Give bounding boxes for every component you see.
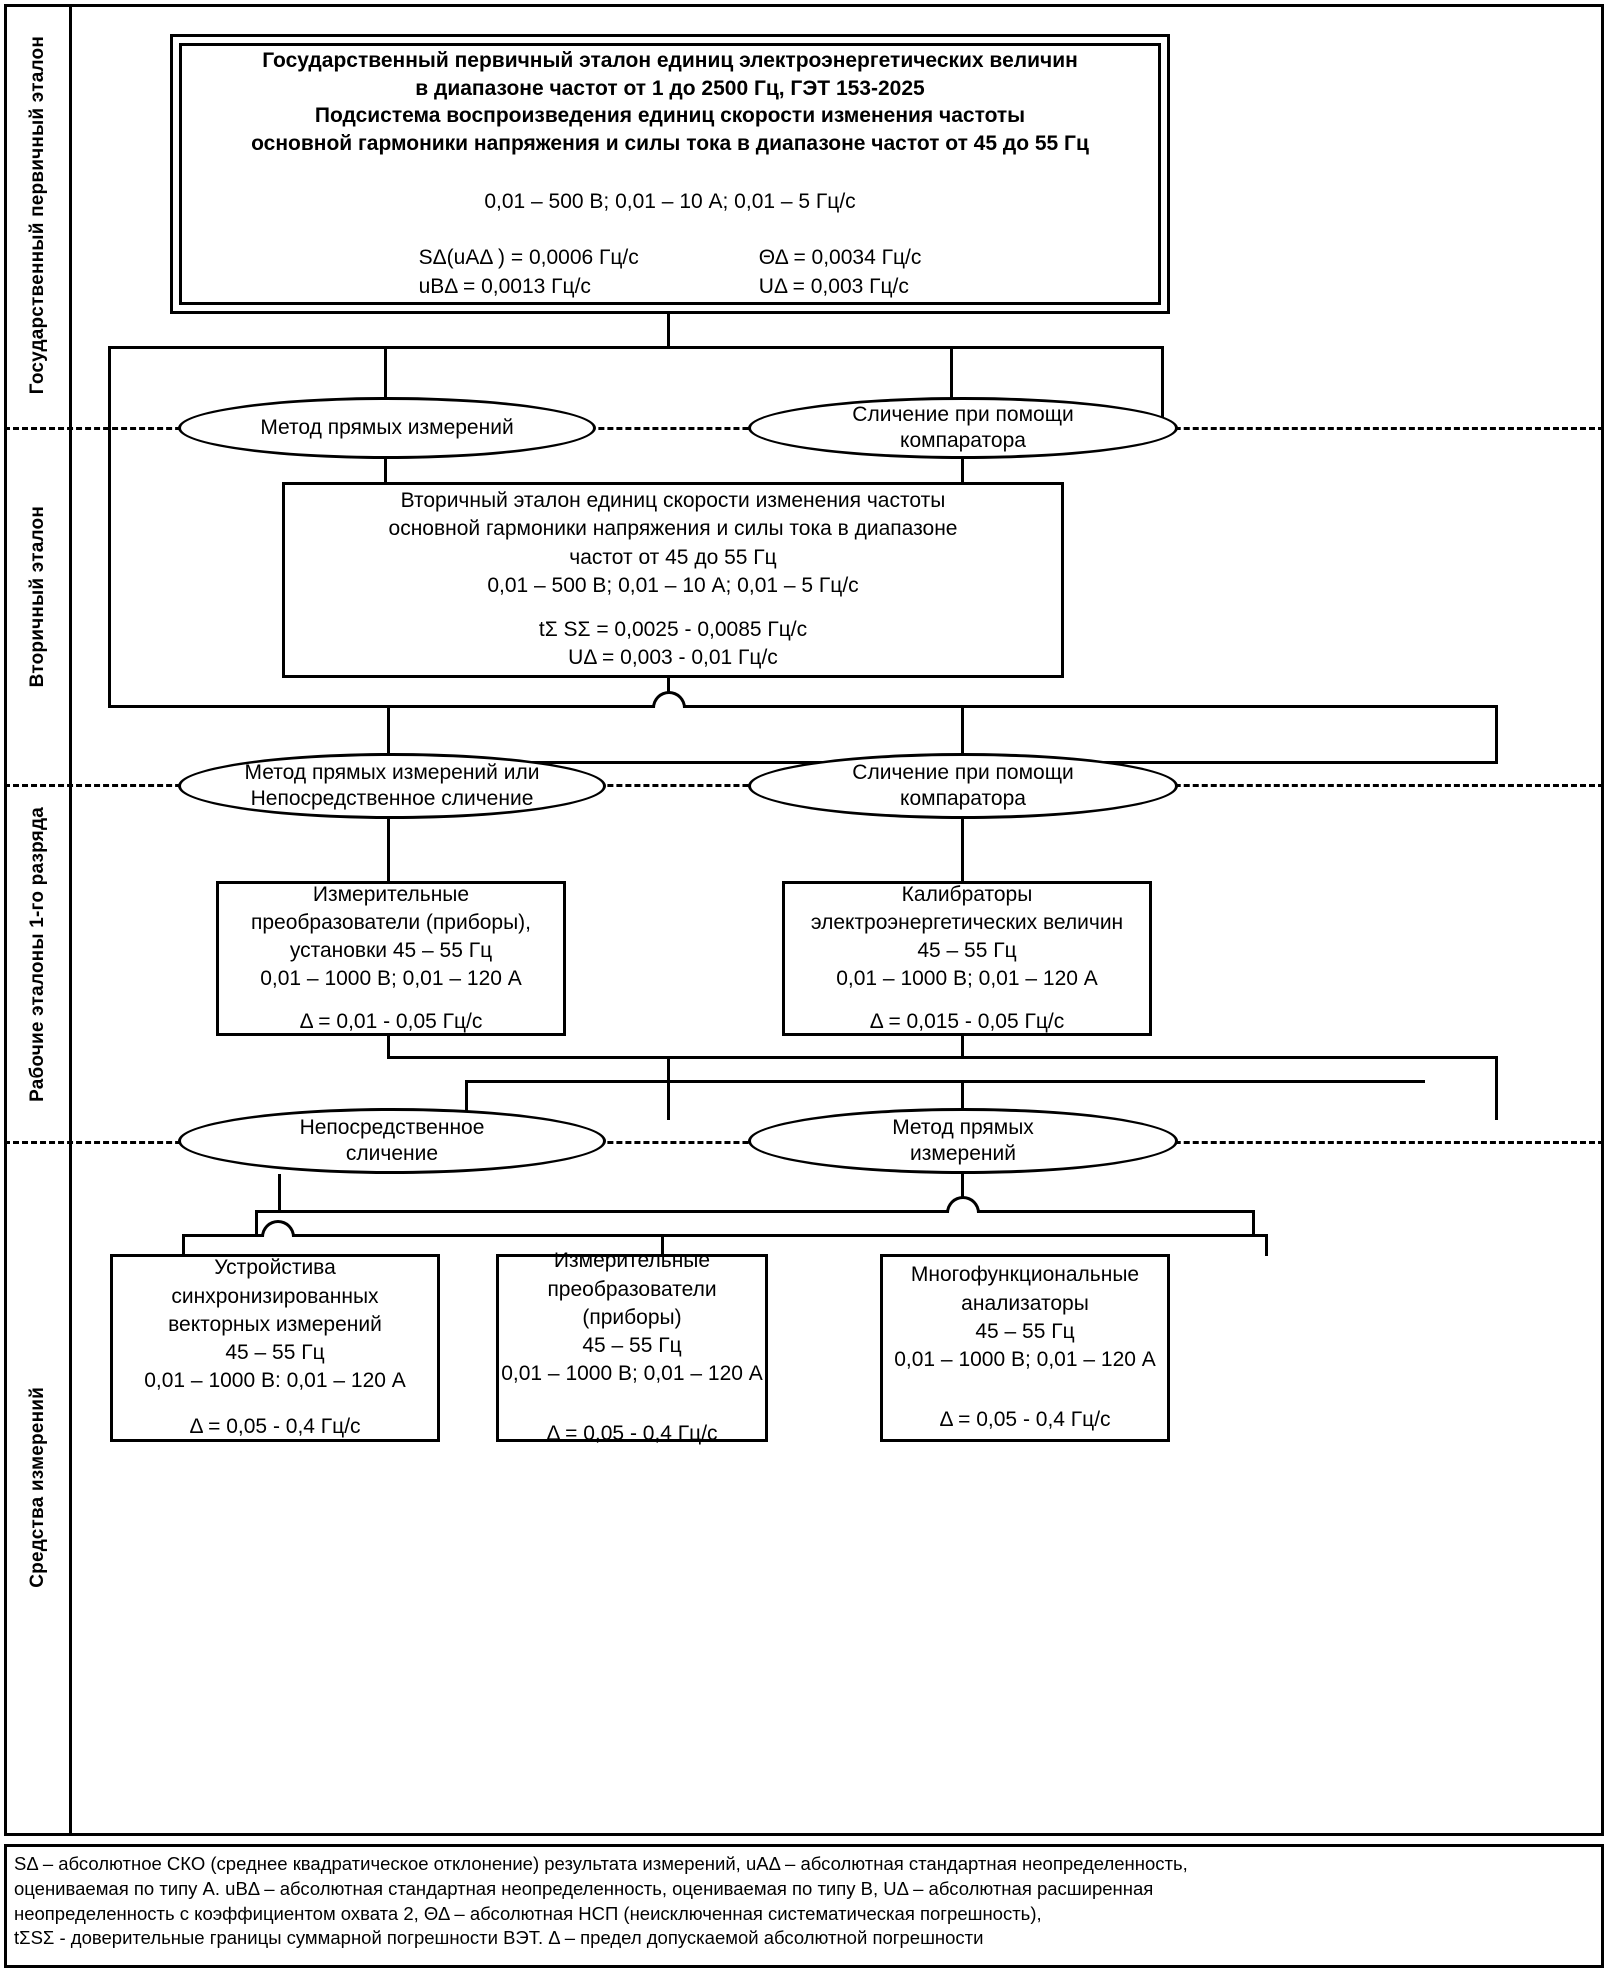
footnote-frame	[4, 1844, 1604, 1968]
instrument-1-title-line-3: 45 – 55 Гц	[582, 1333, 682, 1357]
working-0-range: 0,01 – 1000 В; 0,01 – 120 А	[260, 967, 522, 991]
instrument-2-title-line-2: анализаторы	[961, 1291, 1089, 1315]
connector-to-method-2b	[961, 705, 964, 763]
working-1-delta: Δ = 0,015 - 0,05 Гц/с	[869, 1009, 1065, 1033]
connector-method-1a-down	[384, 459, 387, 483]
tier-label-working-standards: Рабочие эталоны 1-го разряда	[27, 807, 49, 1102]
connector-bus-3a-right	[1495, 1056, 1498, 1120]
footnote-line-1: SΔ – абсолютное СКО (среднее квадратичес…	[14, 1853, 1188, 1874]
connector-bus-2	[108, 705, 1498, 708]
instrument-2-range: 0,01 – 1000 В; 0,01 – 120 А	[894, 1347, 1156, 1371]
secondary-title-line-2: основной гармоники напряжения и силы ток…	[388, 517, 958, 541]
footnote-line-2: оцениваемая по типу А. uВΔ – абсолютная …	[14, 1877, 1154, 1899]
secondary-standard-box: Вторичный эталон единиц скорости изменен…	[282, 482, 1064, 678]
instrument-1-title-line-2: преобразователи (приборы)	[547, 1277, 717, 1329]
connector-bus-4b-left	[182, 1234, 185, 1256]
instrument-0-title-line-1: Устройстива	[214, 1256, 336, 1280]
secondary-title-line-3: частот от 45 до 55 Гц	[569, 545, 777, 569]
method-ellipse-direct-or-immediate: Метод прямых измерений или Непосредствен…	[178, 753, 606, 819]
instrument-1-delta: Δ = 0,05 - 0,4 Гц/с	[546, 1422, 718, 1446]
connector-bus-4b-right	[1265, 1234, 1268, 1256]
connector-bus-4a-left	[255, 1210, 258, 1236]
connector-to-method-3b	[961, 1083, 964, 1120]
secondary-metric-ts: tΣ SΣ = 0,0025 - 0,0085 Гц/с	[538, 618, 808, 642]
connector-bus-1	[108, 346, 1164, 349]
working-0-delta: Δ = 0,01 - 0,05 Гц/с	[299, 1009, 483, 1033]
instrument-box-pmu-devices: Устройстива синхронизированных векторных…	[110, 1254, 440, 1442]
working-0-title-line-1: Измерительные	[312, 882, 470, 906]
connector-bus-3-center	[667, 1058, 670, 1120]
method-ellipse-direct-measurement-1: Метод прямых измерений	[178, 397, 596, 459]
instrument-2-title-line-1: Многофункциональные	[910, 1263, 1140, 1287]
connector-secondary-down	[667, 678, 670, 700]
working-1-range: 0,01 – 1000 В; 0,01 – 120 А	[836, 967, 1098, 991]
connector-working-0-down	[387, 1036, 390, 1058]
connector-bus-3b	[465, 1080, 1425, 1083]
connector-bus-2-right	[1495, 705, 1498, 763]
primary-title-line-2: в диапазоне частот от 1 до 2500 Гц, ГЭТ …	[415, 76, 925, 100]
footnote-line-3: неопределенность с коэффициентом охвата …	[14, 1902, 1042, 1924]
connector-to-method-1a	[384, 346, 387, 406]
connector-method-2b-down	[961, 819, 964, 883]
primary-title-line-1: Государственный первичный эталон единиц …	[262, 49, 1078, 73]
method-ellipse-comparator-1: Сличение при помощи компаратора	[748, 397, 1178, 459]
method-ellipse-direct-measurement-3: Метод прямых измерений	[748, 1108, 1178, 1174]
connector-method-3b-down	[961, 1174, 964, 1212]
instrument-2-title-line-3: 45 – 55 Гц	[975, 1319, 1075, 1343]
connector-to-method-2a	[387, 705, 390, 763]
instrument-box-measuring-transducers: Измерительные преобразователи (приборы) …	[496, 1249, 768, 1445]
connector-bus-3b-left	[465, 1080, 468, 1120]
primary-metric-sd: SΔ(uАΔ ) = 0,0006 Гц/с	[418, 246, 639, 270]
connector-bus-3a	[387, 1056, 1498, 1059]
footnote-text: SΔ – абсолютное СКО (среднее квадратичес…	[14, 1852, 1600, 1951]
connector-method-1b-down	[961, 459, 964, 483]
working-1-title-line-3: 45 – 55 Гц	[917, 939, 1017, 963]
primary-standard-box: Государственный первичный эталон единиц …	[170, 34, 1170, 314]
instrument-0-delta: Δ = 0,05 - 0,4 Гц/с	[189, 1415, 361, 1439]
working-0-title-line-2: преобразователи (приборы),	[250, 911, 532, 935]
instrument-2-delta: Δ = 0,05 - 0,4 Гц/с	[939, 1408, 1111, 1432]
primary-metric-ub: uВΔ = 0,0013 Гц/с	[418, 274, 591, 298]
instrument-1-range: 0,01 – 1000 В; 0,01 – 120 А	[501, 1361, 763, 1385]
primary-title-line-4: основной гармоники напряжения и силы ток…	[251, 132, 1089, 156]
connector-bus-4b	[182, 1234, 1268, 1237]
working-standard-box-measuring-transducers: Измерительные преобразователи (приборы),…	[216, 881, 566, 1036]
instrument-1-title-line-1: Измерительные	[553, 1249, 711, 1273]
primary-title-line-3: Подсистема воспроизведения единиц скорос…	[314, 104, 1026, 128]
primary-metric-u: UΔ = 0,003 Гц/с	[758, 274, 909, 298]
method-ellipse-immediate-comparison: Непосредственное сличение	[178, 1108, 606, 1174]
working-1-title-line-1: Калибраторы	[901, 882, 1033, 906]
connector-method-3a-down	[278, 1174, 281, 1212]
method-ellipse-comparator-2: Сличение при помощи компаратора	[748, 753, 1178, 819]
connector-working-1-down	[961, 1036, 964, 1058]
diagram-outer-frame	[4, 4, 1604, 1836]
connector-bus-1-right	[1161, 346, 1164, 421]
instrument-0-title-line-2: синхронизированных	[171, 1284, 379, 1308]
footnote-line-4: tΣSΣ - доверительные границы суммарной п…	[14, 1927, 984, 1949]
instrument-0-title-line-3: векторных измерений	[168, 1312, 382, 1336]
working-standard-box-calibrators: Калибраторы электроэнергетических величи…	[782, 881, 1152, 1036]
secondary-range: 0,01 – 500 В; 0,01 – 10 А; 0,01 – 5 Гц/с	[487, 573, 859, 597]
tier-label-secondary-standard: Вторичный эталон	[27, 506, 49, 688]
connector-to-method-1b	[950, 346, 953, 406]
connector-bus-1-left	[108, 346, 111, 708]
secondary-title-line-1: Вторичный эталон единиц скорости изменен…	[400, 489, 946, 513]
primary-range: 0,01 – 500 В; 0,01 – 10 А; 0,01 – 5 Гц/с	[484, 189, 856, 213]
connector-method-2a-down	[387, 819, 390, 883]
connector-primary-down	[667, 314, 670, 346]
working-1-title-line-2: электроэнергетических величин	[810, 911, 1124, 935]
connector-bus-4a-right	[1252, 1210, 1255, 1236]
connector-bus-4a	[255, 1210, 1255, 1213]
primary-metric-theta: ΘΔ = 0,0034 Гц/с	[758, 246, 922, 270]
secondary-metric-u: UΔ = 0,003 - 0,01 Гц/с	[568, 646, 778, 670]
tier-label-column: Государственный первичный эталон Вторичн…	[4, 4, 72, 1836]
instrument-0-title-line-4: 45 – 55 Гц	[225, 1340, 325, 1364]
working-0-title-line-3: установки 45 – 55 Гц	[289, 939, 493, 963]
tier-label-measuring-instruments: Средства измерений	[27, 1386, 49, 1588]
connector-bus-4b-center	[661, 1234, 664, 1256]
instrument-0-range: 0,01 – 1000 В: 0,01 – 120 А	[144, 1368, 406, 1392]
tier-label-state-primary-standard: Государственный первичный эталон	[27, 36, 49, 395]
instrument-box-multifunction-analyzers: Многофункциональные анализаторы 45 – 55 …	[880, 1254, 1170, 1442]
